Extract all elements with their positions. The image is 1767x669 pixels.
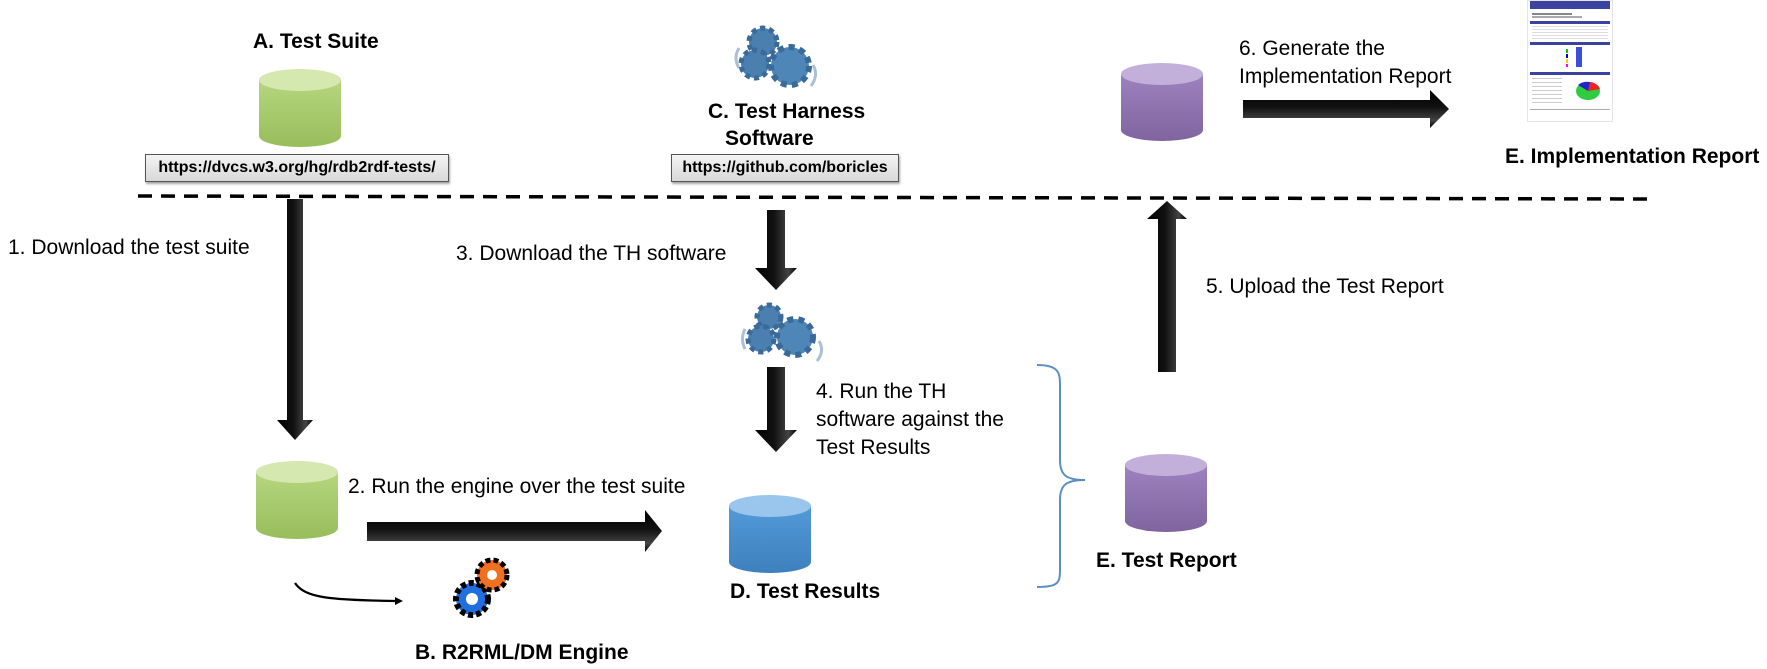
arrow-to-engine [294, 582, 396, 603]
step-2-label: 2. Run the engine over the test suite [348, 475, 686, 498]
test-harness-url-link[interactable]: https://github.com/boricles [671, 154, 899, 182]
arrow-step-4 [755, 367, 797, 452]
step-3-label: 3. Download the TH software [456, 242, 727, 265]
dashed-boundary-line [137, 194, 1648, 201]
step-4-label-line3: Test Results [816, 436, 931, 459]
implementation-report-thumbnail [1527, 0, 1613, 122]
local-test-harness-gears-icon [735, 297, 830, 365]
grouping-brace [1036, 364, 1086, 588]
test-suite-title: A. Test Suite [253, 30, 379, 53]
test-harness-gears-icon [725, 20, 825, 90]
test-suite-url-link[interactable]: https://dvcs.w3.org/hg/rdb2rdf-tests/ [145, 154, 449, 182]
engine-title: B. R2RML/DM Engine [415, 641, 629, 664]
arrow-to-engine-head [395, 597, 403, 605]
engine-gears-icon [448, 553, 516, 625]
step-1-label: 1. Download the test suite [8, 236, 250, 259]
implementation-report-title: E. Implementation Report [1505, 145, 1760, 168]
step-6-label-line1: 6. Generate the [1239, 37, 1385, 60]
test-harness-title-line1: C. Test Harness [708, 100, 866, 123]
test-harness-title-line2: Software [725, 127, 814, 150]
step-4-label-line1: 4. Run the TH [816, 380, 947, 403]
arrow-step-2 [367, 510, 662, 552]
step-5-label: 5. Upload the Test Report [1206, 275, 1444, 298]
step-4-label-line2: software against the [816, 408, 1004, 431]
arrow-step-3 [755, 210, 797, 290]
test-results-title: D. Test Results [730, 580, 881, 603]
arrow-step-1 [277, 199, 313, 440]
test-report-title: E. Test Report [1096, 549, 1237, 572]
arrow-step-6 [1243, 90, 1449, 128]
step-6-label-line2: Implementation Report [1239, 65, 1452, 88]
arrow-step-5 [1147, 201, 1187, 372]
